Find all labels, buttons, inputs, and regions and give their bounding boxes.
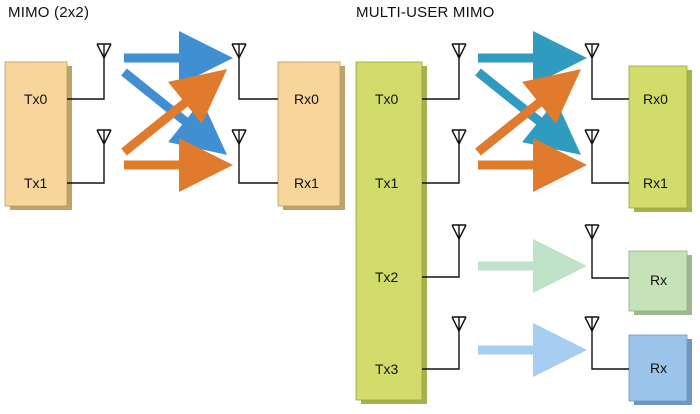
antenna-icon xyxy=(96,43,112,60)
arrow-mu-tx1-rx0 xyxy=(475,69,582,156)
antenna-icon xyxy=(584,43,600,60)
right-tx1-label: Tx1 xyxy=(375,175,399,191)
right-rx-blue-label: Rx xyxy=(650,360,667,376)
right-tx0-label: Tx0 xyxy=(375,91,399,107)
left-arrows xyxy=(121,31,233,192)
arrow-tx0-rx1 xyxy=(121,68,228,155)
right-rx-green-box: Rx xyxy=(628,250,692,315)
antenna-icon xyxy=(451,224,467,241)
right-antenna-wires xyxy=(422,55,629,370)
left-tx-box: Tx0 Tx1 xyxy=(4,61,72,210)
antenna-icon xyxy=(584,316,600,333)
right-rx0-label: Rx0 xyxy=(643,91,668,107)
antenna-icon xyxy=(451,316,467,333)
right-tx2-label: Tx2 xyxy=(375,269,399,285)
left-rx0-label: Rx0 xyxy=(294,91,319,107)
right-arrows xyxy=(475,31,587,377)
left-rx1-label: Rx1 xyxy=(294,175,319,191)
right-rx1-label: Rx1 xyxy=(643,175,668,191)
right-tx-box: Tx0 Tx1 Tx2 Tx3 xyxy=(355,61,427,404)
antenna-icon xyxy=(451,43,467,60)
antenna-icon xyxy=(584,224,600,241)
right-rx-box: Rx0 Rx1 xyxy=(628,65,692,212)
antenna-icon xyxy=(231,129,247,146)
left-tx0-label: Tx0 xyxy=(24,91,48,107)
antenna-icon xyxy=(584,129,600,146)
arrow-tx1-rx0 xyxy=(121,69,228,156)
right-tx3-label: Tx3 xyxy=(375,361,399,377)
mimo-title: MIMO (2x2) xyxy=(8,4,90,21)
left-rx-box: Rx0 Rx1 xyxy=(277,61,345,210)
antenna-icon xyxy=(451,129,467,146)
antenna-icon xyxy=(231,43,247,60)
left-tx1-label: Tx1 xyxy=(24,175,48,191)
left-antenna-icons xyxy=(96,43,247,146)
right-rx-blue-box: Rx xyxy=(628,334,692,405)
left-tx-antenna-wires xyxy=(67,55,278,184)
antenna-icon xyxy=(96,129,112,146)
right-rx-green-label: Rx xyxy=(650,272,667,288)
right-antenna-icons xyxy=(451,43,600,333)
arrow-mu-tx0-rx1 xyxy=(475,68,582,155)
multi-user-mimo-title: MULTI-USER MIMO xyxy=(356,4,495,21)
